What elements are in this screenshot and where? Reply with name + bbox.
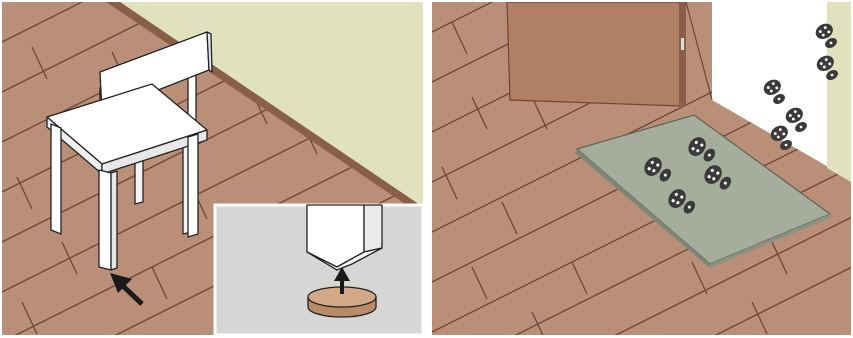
panel-chair-felt-pads [2,2,423,335]
felt-pad-inset [215,205,423,335]
panel-doormat [432,2,851,335]
chair-scene-illustration [2,2,423,335]
doormat-scene-illustration [432,2,851,335]
door-icon [507,2,712,106]
